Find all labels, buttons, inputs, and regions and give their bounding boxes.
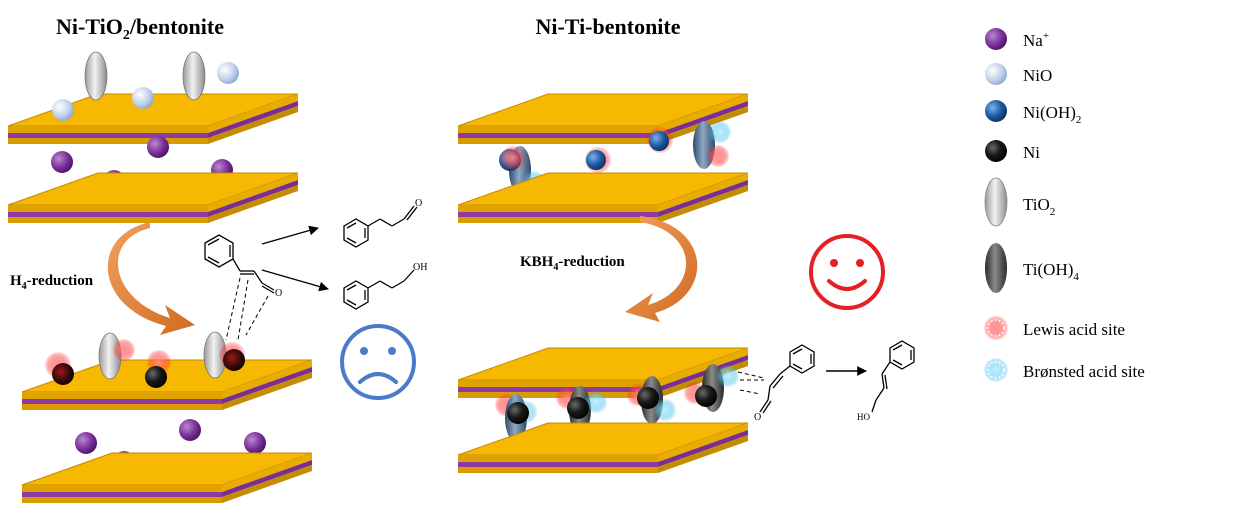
bronsted-site bbox=[709, 121, 731, 143]
legend-tio2-icon bbox=[984, 177, 1008, 227]
happy-face-icon bbox=[809, 234, 885, 310]
ni-particle bbox=[52, 363, 74, 385]
left-panel: Ni-TiO2/bentonite H4-reduction bbox=[7, 14, 427, 504]
bentonite-layer bbox=[21, 452, 313, 504]
cinnamaldehyde-molecule bbox=[204, 234, 275, 294]
reduction-arrow bbox=[107, 222, 195, 335]
legend-label-tio2: TiO2 bbox=[1023, 195, 1055, 218]
bentonite-layer bbox=[457, 172, 749, 224]
hydrocinnamyl-alcohol-molecule bbox=[343, 269, 415, 310]
sad-face-icon bbox=[340, 324, 416, 400]
nioh2-particle bbox=[586, 150, 606, 170]
right-panel: Ni-Ti-bentonite KBH4-reduction bbox=[457, 14, 915, 474]
ni-particle bbox=[145, 366, 167, 388]
legend-nio-icon bbox=[985, 63, 1007, 85]
nioh2-particle bbox=[649, 131, 669, 151]
legend-label-tioh4: Ti(OH)4 bbox=[1023, 260, 1079, 283]
tio2-particle bbox=[84, 51, 108, 101]
legend-label-lewis: Lewis acid site bbox=[1023, 320, 1125, 339]
alcohol-oh-label: OH bbox=[413, 262, 427, 273]
right-title: Ni-Ti-bentonite bbox=[535, 14, 680, 39]
bronsted-site bbox=[717, 365, 739, 387]
legend-lewis-icon bbox=[984, 316, 1008, 340]
nio-particle bbox=[132, 87, 154, 109]
legend-na-icon bbox=[985, 28, 1007, 50]
reduction-arrow bbox=[625, 216, 698, 322]
lewis-site bbox=[113, 339, 135, 361]
legend-label-ni: Ni bbox=[1023, 143, 1040, 162]
nio-particle bbox=[52, 99, 74, 121]
left-reduction-label: H4-reduction bbox=[10, 273, 94, 292]
na-ion bbox=[75, 432, 97, 454]
hydrocinnamaldehyde-molecule bbox=[343, 205, 418, 248]
na-ion bbox=[147, 136, 169, 158]
nio-particle bbox=[217, 62, 239, 84]
ni-particle bbox=[507, 402, 529, 424]
legend-label-bronsted: Brønsted acid site bbox=[1023, 362, 1145, 381]
right-reduction-label: KBH4-reduction bbox=[520, 254, 625, 273]
tio2-particle bbox=[182, 51, 206, 101]
ni-particle bbox=[637, 387, 659, 409]
legend-label-nio: NiO bbox=[1023, 66, 1052, 85]
na-ion bbox=[244, 432, 266, 454]
ni-particle bbox=[567, 397, 589, 419]
bentonite-layer bbox=[457, 422, 749, 474]
ni-particle bbox=[223, 349, 245, 371]
product-arrow bbox=[261, 225, 319, 245]
ni-particle bbox=[695, 385, 717, 407]
legend-bronsted-icon bbox=[984, 358, 1008, 382]
legend-bronsted-icon-ring bbox=[987, 361, 1005, 379]
product-arrow bbox=[261, 269, 329, 292]
adsorption-lines bbox=[225, 277, 269, 341]
legend-tioh4-icon bbox=[985, 243, 1007, 293]
product-ho-label: HO bbox=[857, 412, 870, 422]
reactant-o-label: O bbox=[275, 288, 282, 299]
lewis-site bbox=[707, 145, 729, 167]
na-ion bbox=[51, 151, 73, 173]
legend-label-na: Na+ bbox=[1023, 30, 1049, 50]
lewis-site bbox=[501, 146, 525, 170]
cinnamyl-alcohol-molecule bbox=[871, 340, 915, 413]
bentonite-layer bbox=[7, 172, 299, 224]
right-reactant-o-label: O bbox=[754, 412, 761, 423]
bronsted-site bbox=[585, 391, 607, 413]
aldehyde-o-label: O bbox=[415, 198, 422, 209]
cinnamaldehyde-molecule bbox=[759, 344, 815, 414]
na-ion bbox=[179, 419, 201, 441]
legend-nioh2-icon bbox=[985, 100, 1007, 122]
legend-ni-icon bbox=[985, 140, 1007, 162]
left-title: Ni-TiO2/bentonite bbox=[56, 14, 224, 43]
legend: Na+ NiO Ni(OH)2 Ni TiO2 Ti(OH)4 Lewis ac… bbox=[984, 28, 1145, 382]
legend-lewis-icon-ring bbox=[987, 319, 1005, 337]
adsorption-lines bbox=[737, 371, 765, 395]
legend-label-nioh2: Ni(OH)2 bbox=[1023, 103, 1081, 126]
bronsted-site bbox=[654, 399, 676, 421]
